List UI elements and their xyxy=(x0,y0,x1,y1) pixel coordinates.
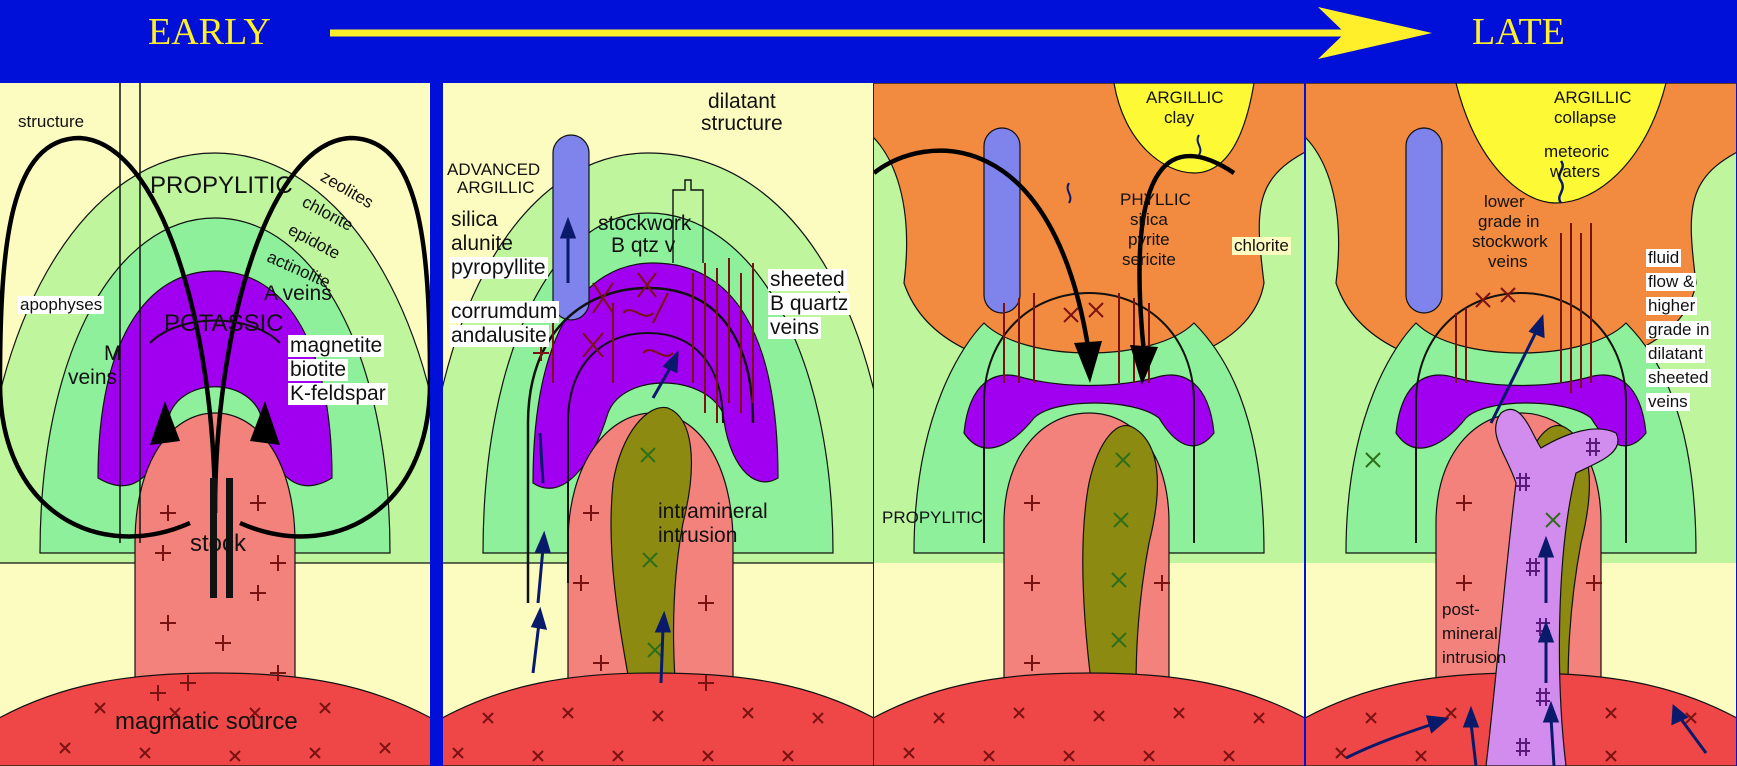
propylitic-label: PROPYLITIC xyxy=(150,173,293,198)
advanced-argillic-lithocap xyxy=(1406,128,1442,313)
sheeted-label-1: sheeted xyxy=(768,269,847,291)
magmatic-source xyxy=(443,673,873,766)
lower-grade-label-1: lower xyxy=(1484,193,1525,211)
collapse-label: collapse xyxy=(1554,109,1616,127)
sheeted-label-2: B quartz xyxy=(768,293,850,315)
phyllic-label: PHYLLIC xyxy=(1120,191,1191,209)
magmatic-source-label: magmatic source xyxy=(115,709,298,734)
apophyses-label: apophyses xyxy=(18,296,104,314)
intramineral-label-2: intrusion xyxy=(658,525,737,547)
fluid-flow-label-3: higher xyxy=(1646,297,1697,315)
argillic-label: ARGILLIC xyxy=(1146,89,1223,107)
panel3-graphic xyxy=(874,83,1304,766)
structure-label: structure xyxy=(16,113,86,131)
intramineral-label-1: intramineral xyxy=(658,501,768,523)
magnetite-label: magnetite xyxy=(288,335,384,357)
meteoric-label-2: waters xyxy=(1550,163,1600,181)
lower-grade-label-4: veins xyxy=(1488,253,1528,271)
lower-grade-label-2: grade in xyxy=(1478,213,1539,231)
panel-advanced-argillic: dilatant structure ADVANCED ARGILLIC sil… xyxy=(443,83,873,766)
panel4-graphic xyxy=(1306,83,1736,766)
advanced-argillic-lithocap xyxy=(984,128,1020,313)
silica-label: silica xyxy=(451,209,498,231)
panel-late-collapse: ARGILLIC collapse meteoric waters lower … xyxy=(1306,83,1736,766)
lower-grade-label-3: stockwork xyxy=(1472,233,1548,251)
stockwork-label-1: stockwork xyxy=(598,213,691,235)
post-mineral-label-1: post- xyxy=(1442,601,1480,619)
m-veins-label-2: veins xyxy=(68,367,117,389)
chlorite-label: chlorite xyxy=(1232,237,1291,255)
propylitic-label: PROPYLITIC xyxy=(882,509,983,527)
time-arrow xyxy=(0,0,1737,83)
post-mineral-label-2: mineral xyxy=(1442,625,1498,643)
m-veins-label-1: M xyxy=(104,343,122,365)
stock-label: stock xyxy=(190,531,246,556)
argillic-label: ARGILLIC xyxy=(1554,89,1631,107)
fluid-flow-label-7: veins xyxy=(1646,393,1690,411)
advanced-label: ADVANCED xyxy=(445,161,542,179)
fluid-flow-label-2: flow & xyxy=(1646,273,1696,291)
sheeted-label-3: veins xyxy=(768,317,821,339)
biotite-label: biotite xyxy=(288,359,348,381)
post-mineral-label-3: intrusion xyxy=(1442,649,1506,667)
stockwork-label-2: B qtz v xyxy=(611,235,675,257)
dilatant-label-1: dilatant xyxy=(708,91,776,113)
fluid-flow-label-6: sheeted xyxy=(1646,369,1711,387)
argillic-label: ARGILLIC xyxy=(455,179,536,197)
sericite-label: sericite xyxy=(1122,251,1176,269)
dilatant-label-2: structure xyxy=(701,113,783,135)
panel-phyllic: ARGILLIC clay PHYLLIC silica pyrite seri… xyxy=(874,83,1304,766)
pyrite-label: pyrite xyxy=(1128,231,1170,249)
meteoric-label-1: meteoric xyxy=(1544,143,1609,161)
clay-label: clay xyxy=(1164,109,1194,127)
alunite-label: alunite xyxy=(451,233,513,255)
panel-early-potassic: structure PROPYLITIC zeolites chlorite e… xyxy=(0,83,430,766)
fluid-flow-label-5: dilatant xyxy=(1646,345,1705,363)
fluid-flow-label-1: fluid xyxy=(1646,249,1681,267)
a-veins-label: A veins xyxy=(264,283,332,305)
corrumdum-label: corrumdum xyxy=(449,301,559,323)
silica-label: silica xyxy=(1130,211,1168,229)
k-feldspar-label: K-feldspar xyxy=(288,383,388,405)
fluid-flow-label-4: grade in xyxy=(1646,321,1711,339)
potassic-label: POTASSIC xyxy=(164,311,284,336)
pyropyllite-label: pyropyllite xyxy=(449,257,548,279)
andalusite-label: andalusite xyxy=(449,325,549,347)
